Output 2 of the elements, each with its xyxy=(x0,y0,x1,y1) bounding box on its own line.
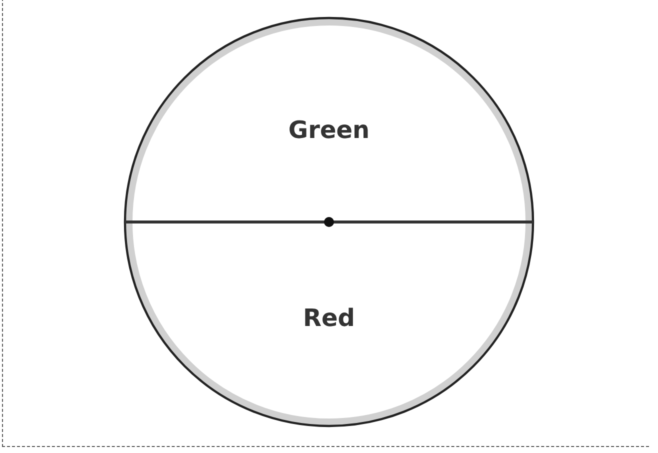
region-label: Red xyxy=(303,304,355,332)
region-label: Green xyxy=(288,116,370,144)
